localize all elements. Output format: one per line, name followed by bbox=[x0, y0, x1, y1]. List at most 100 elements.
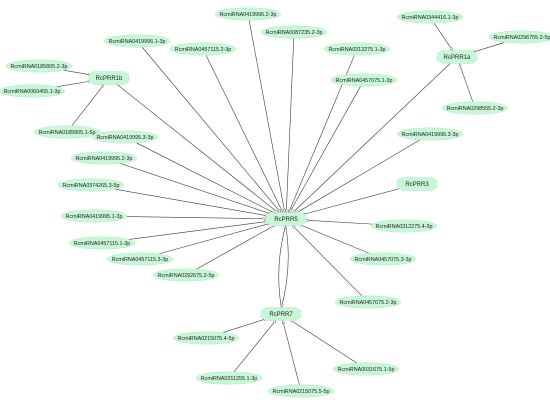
mirna-node[interactable]: RcmiRNA0419996.3-3p bbox=[396, 127, 464, 141]
gene-node-prr3[interactable]: RcPRR3 bbox=[396, 177, 438, 191]
edge-n5-to-prr5 bbox=[286, 38, 295, 212]
gene-node-prr1b[interactable]: RcPRR1b bbox=[88, 71, 130, 85]
mirna-node-label: RcmiRNA0457115.2-3p bbox=[175, 47, 232, 53]
mirna-node-label: RcmiRNA0344416.1-3p bbox=[402, 15, 459, 21]
edge-n20-to-prr5 bbox=[158, 223, 271, 255]
mirna-node-shape bbox=[172, 331, 240, 345]
mirna-node-label: RcmiRNA0419995.1-3p bbox=[66, 214, 123, 220]
mirna-node-shape bbox=[330, 73, 398, 87]
mirna-node-shape bbox=[103, 34, 171, 48]
edge-n10-to-prr5 bbox=[289, 86, 361, 212]
mirna-node-shape bbox=[152, 268, 220, 282]
mirna-node-shape bbox=[396, 127, 464, 141]
mirna-node-label: RcmiRNA0419995.2-3p bbox=[76, 156, 133, 162]
gene-node-label: RcPRR5 bbox=[274, 217, 298, 223]
gene-node-prr7[interactable]: RcPRR7 bbox=[260, 307, 302, 321]
gene-node-label: RcPRR1b bbox=[96, 76, 123, 82]
mirna-node-shape bbox=[332, 362, 400, 376]
gene-node-label: RcPRR7 bbox=[269, 312, 293, 318]
mirna-node[interactable]: RcmiRNA0457115.2-3p bbox=[169, 42, 237, 56]
mirna-node-label: RcmiRNA0419996.2-3p bbox=[220, 12, 277, 18]
edge-n11-to-prr1a bbox=[459, 63, 474, 102]
mirna-node[interactable]: RcmiRNA0457115.3-3p bbox=[106, 252, 174, 266]
mirna-node-label: RcmiRNA0457075.2-3p bbox=[340, 300, 397, 306]
mirna-node[interactable]: RcmiRNA0419995.2-3p bbox=[70, 151, 138, 165]
edge-prr1b-to-prr5 bbox=[116, 83, 279, 213]
mirna-node[interactable]: RcmiRNA0312275.4-3p bbox=[370, 219, 438, 233]
edge-prr3-to-prr5 bbox=[301, 187, 402, 215]
mirna-node-shape bbox=[370, 219, 438, 233]
mirna-node[interactable]: RcmiRNA0419995.1-3p bbox=[60, 209, 128, 223]
mirna-node-shape bbox=[334, 295, 402, 309]
mirna-node-shape bbox=[488, 30, 550, 44]
mirna-node-shape bbox=[195, 371, 263, 385]
edge-n16-to-prr5 bbox=[115, 188, 268, 216]
mirna-node-shape bbox=[323, 42, 391, 56]
gene-node-shape bbox=[260, 307, 302, 321]
mirna-node-label: RcmiRNA0312275.4-3p bbox=[376, 224, 433, 230]
edge-prr1a-to-prr5 bbox=[292, 62, 451, 213]
gene-node-shape bbox=[265, 212, 307, 226]
mirna-node[interactable]: RcmiRNA0344416.1-3p bbox=[396, 10, 464, 24]
mirna-node[interactable]: RcmiRNA0215075.5-5p bbox=[267, 384, 335, 398]
mirna-node-label: RcmiRNA0087235.2-3p bbox=[266, 30, 323, 36]
mirna-node-shape bbox=[267, 384, 335, 398]
mirna-node-label: RcmiRNA0419995.3-3p bbox=[97, 135, 154, 141]
edge-n22-to-prr5 bbox=[196, 224, 275, 270]
edge-n14-to-prr5 bbox=[296, 139, 421, 214]
mirna-node-shape bbox=[68, 236, 136, 250]
mirna-node[interactable]: RcmiRNA0457075.2-3p bbox=[334, 295, 402, 309]
edge-n4-to-prr5 bbox=[205, 55, 284, 212]
mirna-node[interactable]: RcmiRNA0292675.2-5p bbox=[152, 268, 220, 282]
edge-n19-to-prr5 bbox=[306, 220, 373, 225]
mirna-node[interactable]: RcmiRNA0311255.1-3p bbox=[195, 371, 263, 385]
mirna-node-label: RcmiRNA0292675.2-5p bbox=[158, 273, 215, 279]
edge-n21-to-prr5 bbox=[298, 224, 370, 254]
mirna-node-shape bbox=[260, 25, 328, 39]
mirna-node-shape bbox=[0, 84, 66, 98]
mirna-node-shape bbox=[106, 252, 174, 266]
edge-n24-to-prr7 bbox=[222, 319, 267, 333]
gene-node-shape bbox=[88, 71, 130, 85]
gene-node-prr5[interactable]: RcPRR5 bbox=[265, 212, 307, 226]
edge-n1-to-prr5 bbox=[248, 20, 285, 212]
mirna-node-label: RcmiRNA0419996.1-3p bbox=[109, 39, 166, 45]
mirna-node[interactable]: RcmiRNA0298555.2-3p bbox=[441, 101, 509, 115]
mirna-node[interactable]: RcmiRNA0060455.1-3p bbox=[0, 84, 66, 98]
edge-n23-to-prr5 bbox=[292, 225, 363, 297]
mirna-node-shape bbox=[91, 130, 159, 144]
mirna-node[interactable]: RcmiRNA0087235.2-3p bbox=[260, 25, 328, 39]
edge-n25-to-prr7 bbox=[233, 320, 276, 373]
gene-node-prr1a[interactable]: RcPRR1a bbox=[436, 50, 478, 64]
edge-n7-to-prr1a bbox=[433, 22, 453, 51]
mirna-node-label: RcmiRNA0457075.1-3p bbox=[336, 78, 393, 84]
mirna-node-label: RcmiRNA0457115.3-3p bbox=[112, 257, 169, 263]
mirna-node-label: RcmiRNA0185805.2-3p bbox=[11, 64, 68, 70]
mirna-node-shape bbox=[169, 42, 237, 56]
edge-n17-to-prr5 bbox=[126, 216, 266, 219]
mirna-node-shape bbox=[57, 178, 125, 192]
mirna-node[interactable]: RcmiRNA0312275.1-3p bbox=[323, 42, 391, 56]
mirna-node-shape bbox=[33, 125, 101, 139]
mirna-node[interactable]: RcmiRNA0215075.4-5p bbox=[172, 331, 240, 345]
edge-n2-to-prr5 bbox=[141, 46, 281, 213]
mirna-node[interactable]: RcmiRNA0031675.1-5p bbox=[332, 362, 400, 376]
edge-n12-to-prr1b bbox=[71, 84, 104, 127]
nodes-layer: RcmiRNA0419996.2-3pRcmiRNA0419996.1-3pRc… bbox=[0, 7, 550, 398]
mirna-node-label: RcmiRNA0457115.1-3p bbox=[74, 241, 131, 247]
mirna-node[interactable]: RcmiRNA0457075.3-3p bbox=[349, 252, 417, 266]
mirna-node-label: RcmiRNA0031675.1-5p bbox=[338, 367, 395, 373]
mirna-node[interactable]: RcmiRNA0185805.1-5p bbox=[33, 125, 101, 139]
mirna-node[interactable]: RcmiRNA0457115.1-3p bbox=[68, 236, 136, 250]
mirna-node-label: RcmiRNA0312275.1-3p bbox=[329, 47, 386, 53]
mirna-node[interactable]: RcmiRNA0457075.1-3p bbox=[330, 73, 398, 87]
mirna-node[interactable]: RcmiRNA0419995.3-3p bbox=[91, 130, 159, 144]
mirna-node[interactable]: RcmiRNA0296755.2-5p bbox=[488, 30, 550, 44]
mirna-node[interactable]: RcmiRNA0185805.2-3p bbox=[5, 59, 73, 73]
edge-n8-to-prr1a bbox=[472, 42, 505, 52]
mirna-node[interactable]: RcmiRNA0419996.2-3p bbox=[214, 7, 282, 21]
edge-n18-to-prr5 bbox=[129, 221, 267, 240]
mirna-node-label: RcmiRNA0457075.3-3p bbox=[355, 257, 412, 263]
mirna-node[interactable]: RcmiRNA0374265.3-5p bbox=[57, 178, 125, 192]
mirna-node[interactable]: RcmiRNA0419996.1-3p bbox=[103, 34, 171, 48]
